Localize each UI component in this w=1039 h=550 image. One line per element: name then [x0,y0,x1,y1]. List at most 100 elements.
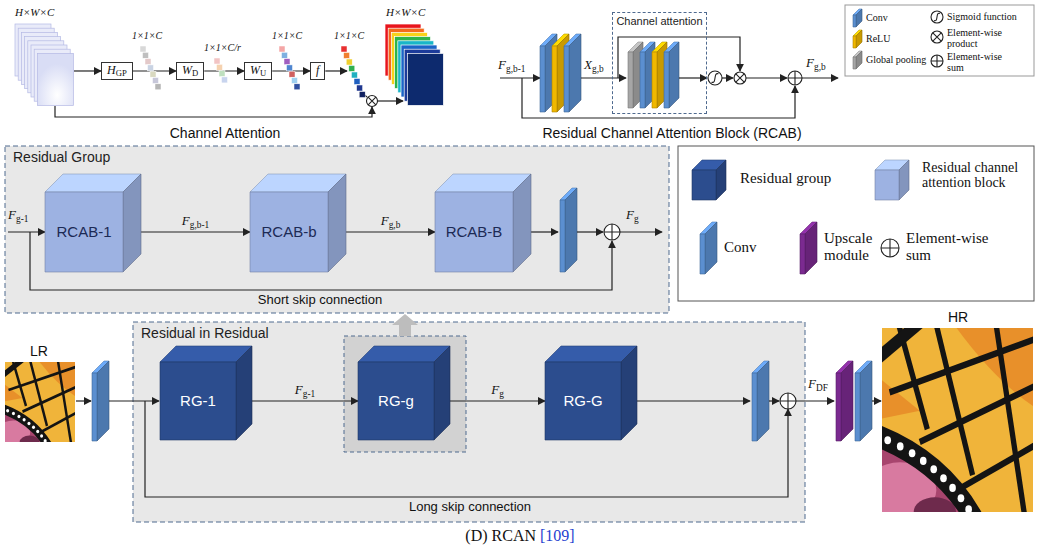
cube-front [435,192,513,272]
symbol-letter: W [250,63,260,77]
subscript: D [192,69,198,79]
sum-circle [931,55,943,67]
label-holder: Fg,b-1 [182,214,209,229]
relu-layer-top [552,34,569,46]
arrow-line [500,77,540,78]
legend-label: Residual group [740,170,831,187]
cube [250,174,346,272]
relu-layer [552,34,569,112]
product-symbol [367,96,378,107]
label-holder: Fg [626,208,639,223]
node-label: Channel attention [613,13,706,28]
wing-spot [909,449,916,457]
pooling-layer [628,42,643,108]
subscript: DF [816,383,828,393]
relu-layer [652,42,667,108]
label-holder: Residual channel attention block [922,160,1030,191]
legend-swatch [853,9,862,27]
conv-layer-front [664,52,669,108]
channel-cell [279,46,285,52]
label-holder: Fg-1 [295,383,315,398]
cube-side [434,346,450,440]
subscript: g-1 [16,214,28,224]
conv-layer-top [752,361,769,373]
label-holder: 1×1×C/r [204,42,241,54]
annotation: 1×1×C [334,30,364,42]
wing [882,328,1033,512]
wing-vein [30,362,48,426]
arrow-line [722,77,733,78]
swatch-layer-front [853,15,856,27]
conv-layer-front [564,46,569,112]
swatch-cube [875,160,909,200]
channel-cell [145,59,151,65]
swatch-cube-top [875,160,909,170]
node-label: RCAB-b [261,223,316,240]
conv-layer-top [540,34,557,46]
conv-layer-top [640,42,655,52]
label-holder: 1×1×C [334,30,364,42]
feature-slice [31,45,67,97]
label-holder: Element-wise product [947,27,1009,49]
relu-layer-side [557,34,569,112]
arrow-line [74,70,101,71]
wing [5,362,75,442]
sum-symbol [780,393,796,409]
feature-slice [34,49,70,101]
channel-vector [214,58,228,83]
skip-line [522,78,795,118]
conv-layer [540,34,557,112]
wing-vein [920,383,1033,442]
node-label: RCAB-B [446,223,503,240]
label-holder: Fg,b [806,56,826,71]
annotation: FDF [808,377,828,392]
feature-slice [25,37,61,89]
symbol-letter: F [806,55,814,70]
legend-label: Sigmoid function [947,11,1017,22]
channel-cell [140,46,146,52]
product-mark [736,74,744,82]
feature-slice [15,24,51,76]
swatch-layer [800,222,817,274]
swatch-layer-side [805,222,817,274]
conv-layer [564,34,581,112]
channel-vector [140,46,161,90]
wing-vein [958,442,1034,490]
group-panel: RCAB-1RCAB-b RCAB-B Residual Group [5,146,669,313]
arrow-line [109,400,159,401]
pooling-layer-top [628,42,643,52]
swatch-layer-top [853,9,862,15]
symbol-letter: F [8,207,16,222]
legend-frame [845,5,1034,76]
symbol-letter: H [107,63,116,77]
relu-layer-top [652,42,667,52]
node-label: Residual Group [5,146,118,168]
channel-cell [143,52,149,58]
legend-label: ReLU [866,33,890,44]
flower [914,497,956,512]
subscript: g-1 [303,389,315,399]
wing-spot [920,457,927,465]
residual-group-block: RG-1 [160,346,252,440]
cube-front [545,362,621,440]
skip-line [618,37,740,78]
annotation: Channel Attention [170,125,281,141]
wing-spot [36,430,39,434]
symbol-letter: F [808,376,816,391]
rcab-block: RCAB-1 [45,174,141,272]
photo-ground [5,362,75,442]
conv-layer [855,361,872,441]
channel-cell [344,53,350,59]
cube-face: RCAB-b [250,192,328,272]
label-holder: Fg,b-1 [498,58,525,73]
conv-layer [92,361,109,441]
wing-vein [23,386,76,412]
cube [435,174,531,272]
swatch-layer-side [856,9,862,27]
label-holder: Fg,b [381,214,401,229]
arrow-line [76,400,91,401]
sigmoid-mark [934,13,940,21]
channel-cell [287,65,293,71]
